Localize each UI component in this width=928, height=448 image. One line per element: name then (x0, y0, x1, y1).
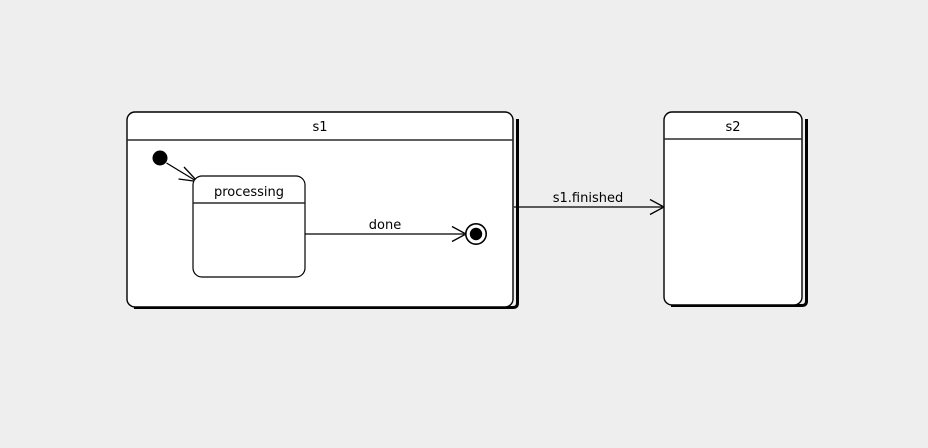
initial-node[interactable] (152, 150, 168, 166)
state-s1-label: s1 (312, 120, 327, 135)
initial-node-circle (152, 150, 168, 166)
state-s1-body (126, 111, 514, 308)
final-node[interactable] (464, 223, 487, 246)
state-s2-label: s2 (725, 120, 740, 135)
transition-s1finished-label: s1.finished (553, 191, 623, 206)
state-node-s2[interactable]: s2 (663, 111, 808, 307)
state-processing-body (192, 175, 306, 278)
transition-initial-line (166, 162, 198, 183)
state-s2-body (663, 111, 803, 306)
state-node-s1[interactable]: s1 (126, 111, 519, 309)
state-processing-label: processing (214, 185, 284, 200)
transition-s1-to-s2[interactable]: s1.finished (514, 191, 666, 216)
final-node-inner-circle (469, 227, 483, 241)
state-node-processing[interactable]: processing (192, 175, 306, 278)
transition-done-label: done (369, 218, 401, 233)
